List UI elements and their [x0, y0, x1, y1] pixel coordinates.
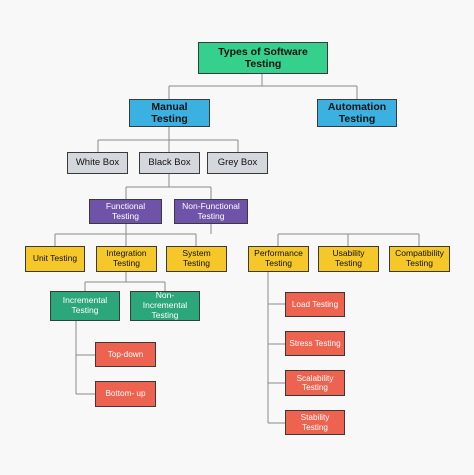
node-stability-testing: Stability Testing [285, 410, 345, 435]
node-black-box: Black Box [139, 152, 200, 174]
node-scalability-testing: Scalability Testing [285, 370, 345, 396]
node-compatibility-testing: Compatibility Testing [389, 246, 450, 272]
node-incremental-testing: Incremental Testing [50, 291, 120, 321]
node-system-testing: System Testing [166, 246, 227, 272]
node-white-box: White Box [67, 152, 128, 174]
node-stress-testing: Stress Testing [285, 331, 345, 356]
node-bottom-up: Bottom- up [95, 381, 156, 407]
node-automation-testing: Automation Testing [317, 99, 397, 127]
node-types-of-software-testing: Types of Software Testing [198, 42, 328, 74]
node-manual-testing: Manual Testing [129, 99, 210, 127]
node-non-incremental-testing: Non- Incremental Testing [130, 291, 200, 321]
node-load-testing: Load Testing [285, 292, 345, 317]
node-integration-testing: Integration Testing [96, 246, 157, 272]
node-top-down: Top-down [95, 342, 156, 367]
node-performance-testing: Performance Testing [248, 246, 309, 272]
node-non-functional-testing: Non-Functional Testing [174, 199, 248, 224]
node-functional-testing: Functional Testing [89, 199, 162, 224]
node-grey-box: Grey Box [207, 152, 268, 174]
node-unit-testing: Unit Testing [25, 246, 85, 272]
node-usability-testing: Usability Testing [318, 246, 379, 272]
